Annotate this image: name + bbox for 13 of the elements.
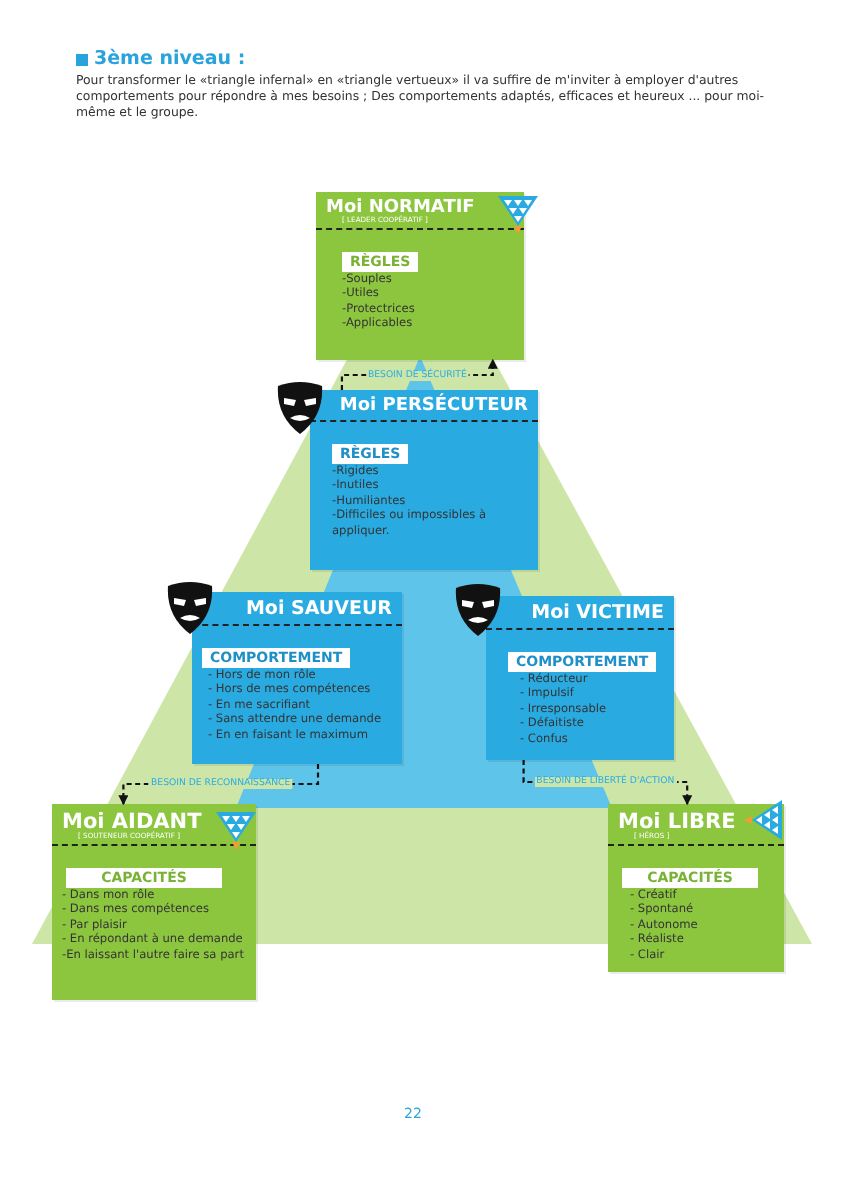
role-box <box>192 592 402 764</box>
section-title: 3ème niveau : <box>76 48 246 70</box>
box-title: Moi SAUVEUR <box>243 598 392 620</box>
role-box <box>486 596 674 760</box>
role-box <box>316 192 524 360</box>
box-title: Moi LIBRE <box>618 810 738 834</box>
box-title: Moi NORMATIF <box>326 198 477 218</box>
box-title: Moi PERSÉCUTEUR <box>337 396 528 416</box>
role-box <box>608 804 784 972</box>
role-box <box>310 390 538 570</box>
box-title: Moi AIDANT <box>62 810 204 834</box>
role-box <box>52 804 256 1000</box>
box-title: Moi VICTIME <box>529 602 664 624</box>
